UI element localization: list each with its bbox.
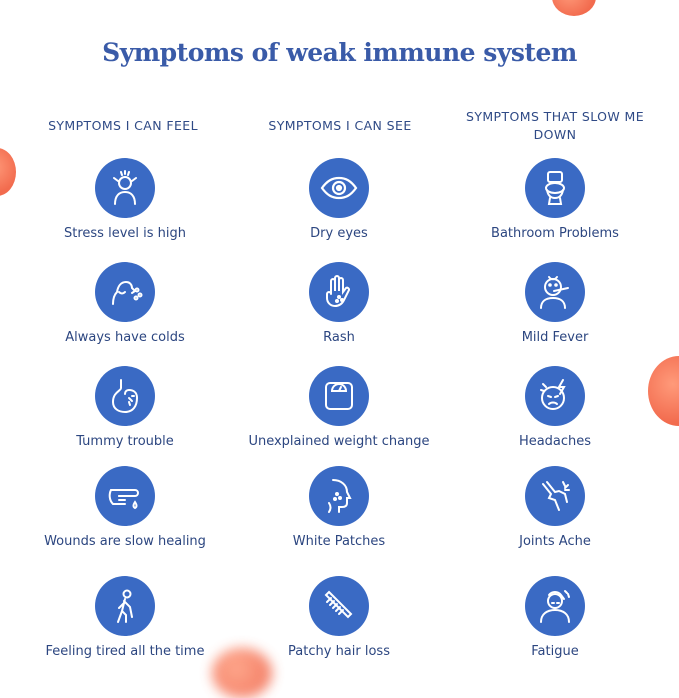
tired-walking-person-icon [95, 576, 155, 636]
symptom-label: Bathroom Problems [491, 226, 619, 241]
toilet-icon [525, 158, 585, 218]
symptom-label: Stress level is high [64, 226, 186, 241]
symptom-item: Rash [229, 262, 449, 345]
stressed-person-icon [95, 158, 155, 218]
symptom-item: Wounds are slow healing [15, 466, 235, 549]
symptom-item: Unexplained weight change [229, 366, 449, 449]
symptom-label: White Patches [292, 534, 386, 549]
sneezing-person-icon [95, 262, 155, 322]
symptom-label: Joints Ache [519, 534, 591, 549]
symptom-item: Patchy hair loss [229, 576, 449, 659]
hand-rash-icon [309, 262, 369, 322]
symptom-label: Fatigue [531, 644, 579, 659]
eye-icon [309, 158, 369, 218]
symptom-item: Headaches [445, 366, 665, 449]
symptom-item: Feeling tired all the time [15, 576, 235, 659]
symptom-item: Dry eyes [229, 158, 449, 241]
symptom-label: Unexplained weight change [248, 434, 430, 449]
comb-icon [309, 576, 369, 636]
symptom-label: Patchy hair loss [288, 644, 390, 659]
decorative-blob-top-right [552, 0, 596, 16]
decorative-blob-left [0, 148, 16, 196]
symptom-item: Fatigue [445, 576, 665, 659]
symptom-item: Always have colds [15, 262, 235, 345]
bleeding-finger-icon [95, 466, 155, 526]
symptom-label: Rash [323, 330, 355, 345]
column-heading-see: SYMPTOMS I CAN SEE [268, 118, 412, 133]
symptom-item: Bathroom Problems [445, 158, 665, 241]
symptom-item: White Patches [229, 466, 449, 549]
knee-joint-icon [525, 466, 585, 526]
symptom-item: Tummy trouble [15, 366, 235, 449]
column-heading-feel: SYMPTOMS I CAN FEEL [48, 118, 198, 133]
symptom-label: Mild Fever [521, 330, 589, 345]
symptom-item: Mild Fever [445, 262, 665, 345]
page-title: Symptoms of weak immune system [102, 38, 577, 67]
symptom-label: Always have colds [65, 330, 185, 345]
symptom-label: Wounds are slow healing [44, 534, 206, 549]
stomach-icon [95, 366, 155, 426]
thermometer-person-icon [525, 262, 585, 322]
weighing-scale-icon [309, 366, 369, 426]
symptom-label: Headaches [518, 434, 592, 449]
face-patches-icon [309, 466, 369, 526]
headache-face-icon [525, 366, 585, 426]
column-heading-slow: SYMPTOMS THAT SLOW ME DOWN [466, 109, 644, 142]
symptom-label: Dry eyes [310, 226, 368, 241]
symptom-item: Joints Ache [445, 466, 665, 549]
symptom-item: Stress level is high [15, 158, 235, 241]
symptom-label: Feeling tired all the time [45, 644, 205, 659]
symptom-label: Tummy trouble [76, 434, 174, 449]
fatigued-person-icon [525, 576, 585, 636]
